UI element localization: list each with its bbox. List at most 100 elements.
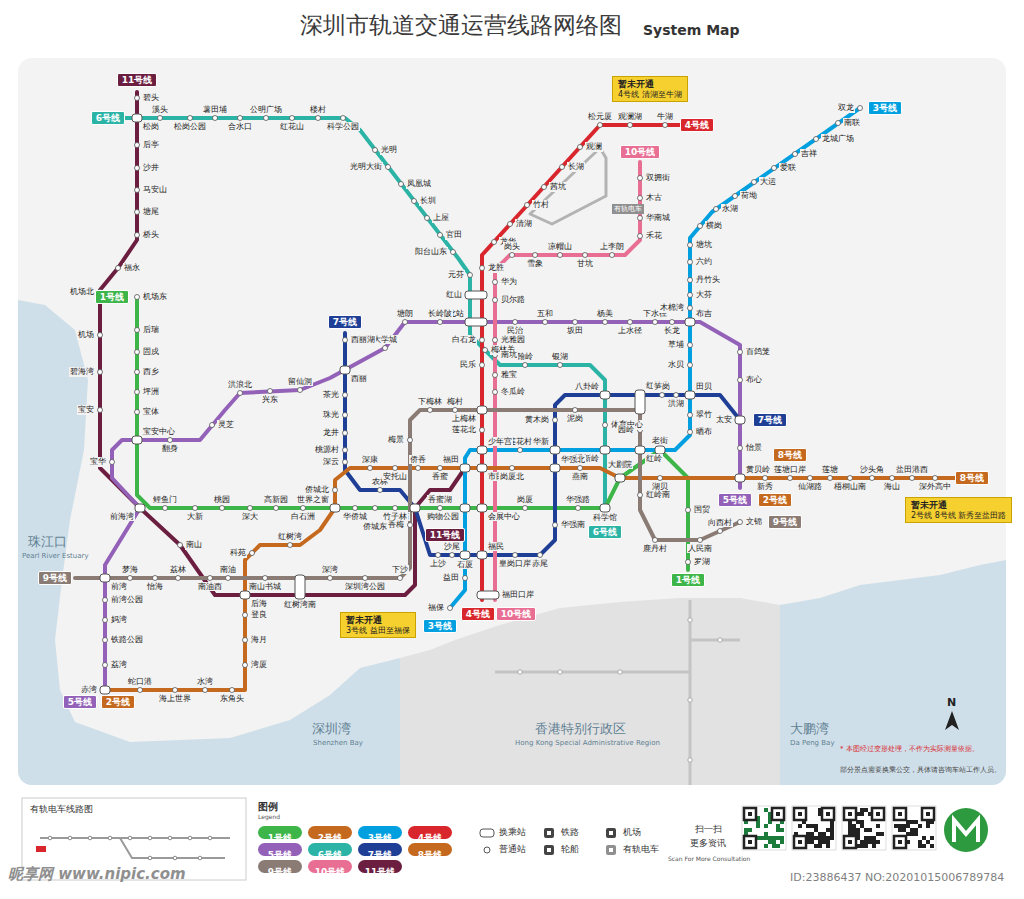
- hong-kong-station: [688, 698, 692, 702]
- station-name: 观澜湖: [617, 112, 643, 121]
- station-marker: [660, 393, 665, 398]
- station-marker: [135, 210, 140, 215]
- legend-item: 9号线: [258, 860, 302, 873]
- station-name: 香蜜: [431, 472, 449, 481]
- station-name: 白石龙: [451, 335, 477, 344]
- station-marker: [274, 506, 279, 511]
- legend-swatch: 10号线: [308, 860, 352, 873]
- station-marker: [438, 466, 443, 471]
- station-name: 莲塘: [821, 465, 839, 474]
- tram-stop: [148, 856, 152, 860]
- station-marker: [451, 250, 456, 255]
- station-name: 凉帽山: [547, 242, 573, 251]
- water-area: [780, 560, 1006, 785]
- metro-line: [450, 108, 860, 608]
- interchange-marker: [477, 591, 499, 599]
- node-text: 9号线: [773, 517, 797, 527]
- station-marker: [738, 520, 743, 525]
- station-name: 前湾公园: [110, 595, 144, 604]
- station-name: 岗厦: [516, 495, 534, 504]
- map-label: Scan For More Consultation: [668, 856, 750, 863]
- station-marker: [425, 216, 430, 221]
- station-marker: [533, 253, 538, 258]
- station-marker: [250, 551, 255, 556]
- station-name: 南山书城: [248, 582, 282, 591]
- station-name: 六约: [695, 257, 713, 266]
- station-name: 华为: [500, 277, 518, 286]
- station-marker: [103, 598, 108, 603]
- hong-kong-station: [518, 670, 522, 674]
- station-marker: [288, 543, 293, 548]
- station-marker: [763, 476, 768, 481]
- tram-stop: [68, 836, 72, 840]
- station-name: 光明: [380, 145, 398, 154]
- station-marker: [138, 688, 143, 693]
- station-marker: [558, 363, 563, 368]
- station-marker: [135, 233, 140, 238]
- interchange-marker: [477, 464, 487, 472]
- line-badge: 9号线: [38, 571, 72, 585]
- station-marker: [135, 410, 140, 415]
- station-marker: [493, 280, 498, 285]
- node-text: 4号线: [466, 609, 490, 619]
- station-name: 固戍: [142, 347, 160, 356]
- station-name: 后亭: [142, 140, 160, 149]
- station-marker: [638, 493, 643, 498]
- station-name: 碧头: [142, 93, 160, 102]
- station-name: 马安山: [142, 185, 168, 194]
- station-marker: [220, 506, 225, 511]
- station-marker: [135, 188, 140, 193]
- hong-kong-station: [688, 758, 692, 762]
- metro-line: [75, 410, 740, 578]
- station-name: 木古: [645, 193, 663, 202]
- station-marker: [110, 460, 115, 465]
- interchange-marker: [685, 391, 695, 399]
- station-marker: [663, 123, 668, 128]
- map-label: 图例: [258, 801, 278, 813]
- node-text: 9号线: [43, 573, 67, 583]
- station-name: 吉祥: [800, 149, 818, 158]
- station-name: 福田口岸: [501, 590, 535, 599]
- tram-stop: [148, 836, 152, 840]
- station-name: 八卦岭: [574, 382, 600, 391]
- station-marker: [573, 320, 578, 325]
- station-name: 盐田港西: [895, 465, 929, 474]
- station-marker: [653, 320, 658, 325]
- node-text: 7号线: [333, 317, 357, 327]
- station-marker: [301, 506, 306, 511]
- station-marker: [543, 320, 548, 325]
- station-marker: [428, 408, 433, 413]
- station-name: 丹竹头: [695, 275, 721, 284]
- station-name: 下沙: [391, 565, 409, 574]
- station-name: 布吉: [695, 309, 713, 318]
- station-marker: [698, 224, 703, 229]
- station-name: 泥岗: [566, 414, 584, 423]
- node-text: 3号线: [873, 103, 897, 113]
- station-marker: [480, 428, 485, 433]
- line-badge: 11号线: [425, 528, 466, 542]
- station-marker: [493, 338, 498, 343]
- station-name: 老街: [651, 436, 669, 445]
- station-marker: [226, 576, 231, 581]
- station-name: 赤湾: [80, 685, 98, 694]
- station-name: 坂田: [566, 326, 584, 335]
- station-name: 科学馆: [592, 513, 618, 522]
- station-marker: [213, 116, 218, 121]
- station-marker: [698, 538, 703, 543]
- legend-swatch: 7号线: [358, 843, 402, 856]
- station-marker: [513, 553, 518, 558]
- node-text: 2号线 8号线 新秀至盐田路: [911, 511, 1006, 521]
- station-marker: [341, 116, 346, 121]
- station-marker: [493, 390, 498, 395]
- station-name: 沙井: [142, 163, 160, 172]
- tram-marker: [36, 846, 46, 852]
- tram-stop: [48, 836, 52, 840]
- station-marker: [448, 606, 453, 611]
- legend-text: 4号线: [418, 833, 442, 843]
- legend-item: 11号线: [358, 860, 402, 873]
- station-name: 西丽: [350, 374, 368, 383]
- station-marker: [135, 370, 140, 375]
- line-badge: 7号线: [753, 413, 787, 427]
- station-marker: [638, 176, 643, 181]
